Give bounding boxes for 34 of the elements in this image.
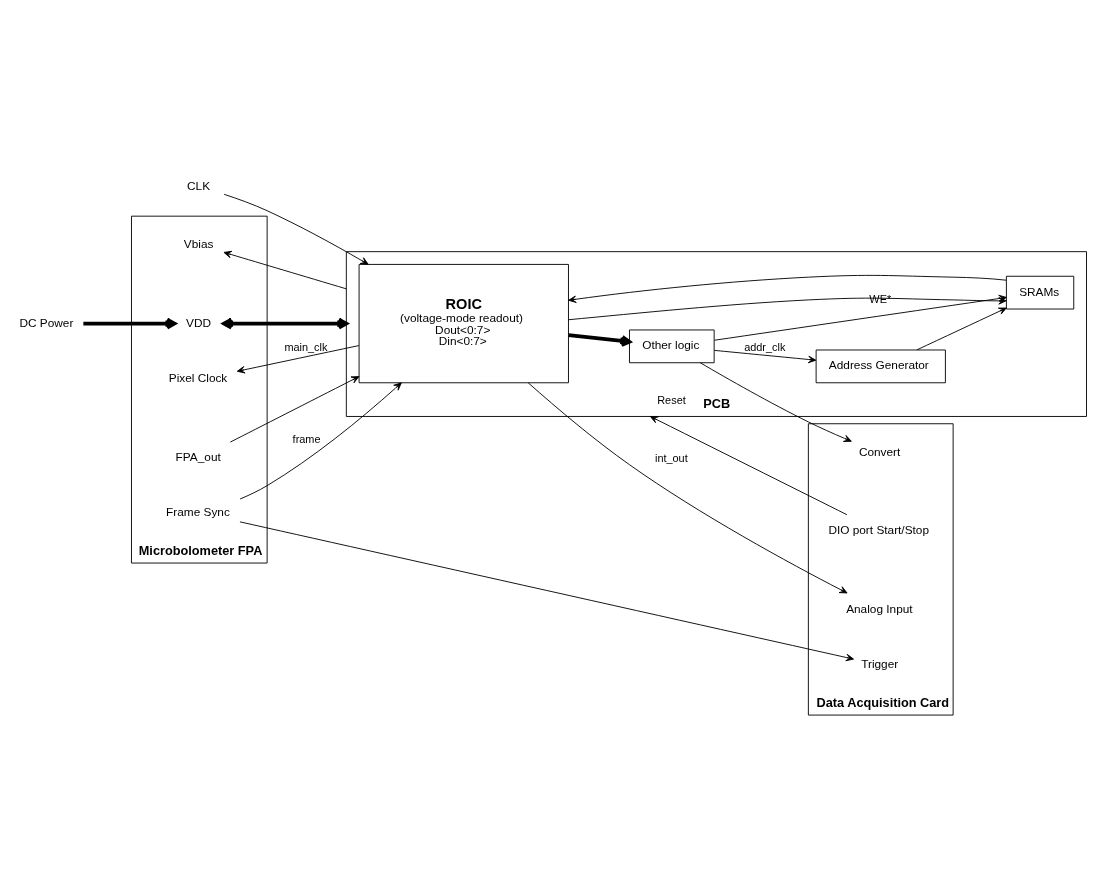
arrow xyxy=(83,317,177,329)
node-box: Other logic xyxy=(629,329,715,363)
node-text: Pixel Clock xyxy=(168,370,228,385)
edge-label: Reset xyxy=(657,393,686,406)
node-text: FPA_out xyxy=(175,449,221,464)
node-text: Frame Sync xyxy=(166,504,230,519)
node-text: DIO port Start/Stop xyxy=(828,522,929,537)
edge-label: main_clk xyxy=(284,340,328,353)
node-text: Convert xyxy=(858,444,901,459)
arrow xyxy=(223,250,347,289)
arrow xyxy=(699,361,852,442)
node-text: Analog Input xyxy=(846,601,913,616)
edge-label: int_out xyxy=(654,451,688,464)
edge-label: addr_clk xyxy=(744,340,786,353)
node-text: VDD xyxy=(186,315,212,330)
arrow xyxy=(239,520,854,661)
arrow xyxy=(568,332,632,347)
node-box: SRAMs xyxy=(1005,275,1075,309)
arrow xyxy=(239,381,402,499)
node-text: Vbias xyxy=(183,236,214,251)
arrow xyxy=(229,375,360,443)
arrow xyxy=(527,381,848,593)
arrow xyxy=(916,307,1007,350)
node-text: Trigger xyxy=(861,656,899,671)
node-text: CLK xyxy=(187,178,211,193)
arrow xyxy=(649,415,848,515)
node-box: ROIC (voltage-mode readout) Dout<0:7> Din<0:7> xyxy=(358,263,569,383)
arrow xyxy=(236,344,360,373)
arrow xyxy=(223,193,369,265)
arrow xyxy=(222,317,349,329)
arrow xyxy=(713,349,817,363)
node-box: Address Generator xyxy=(815,349,946,383)
node-text: DC Power xyxy=(19,315,74,330)
edge-label: frame xyxy=(292,432,321,445)
